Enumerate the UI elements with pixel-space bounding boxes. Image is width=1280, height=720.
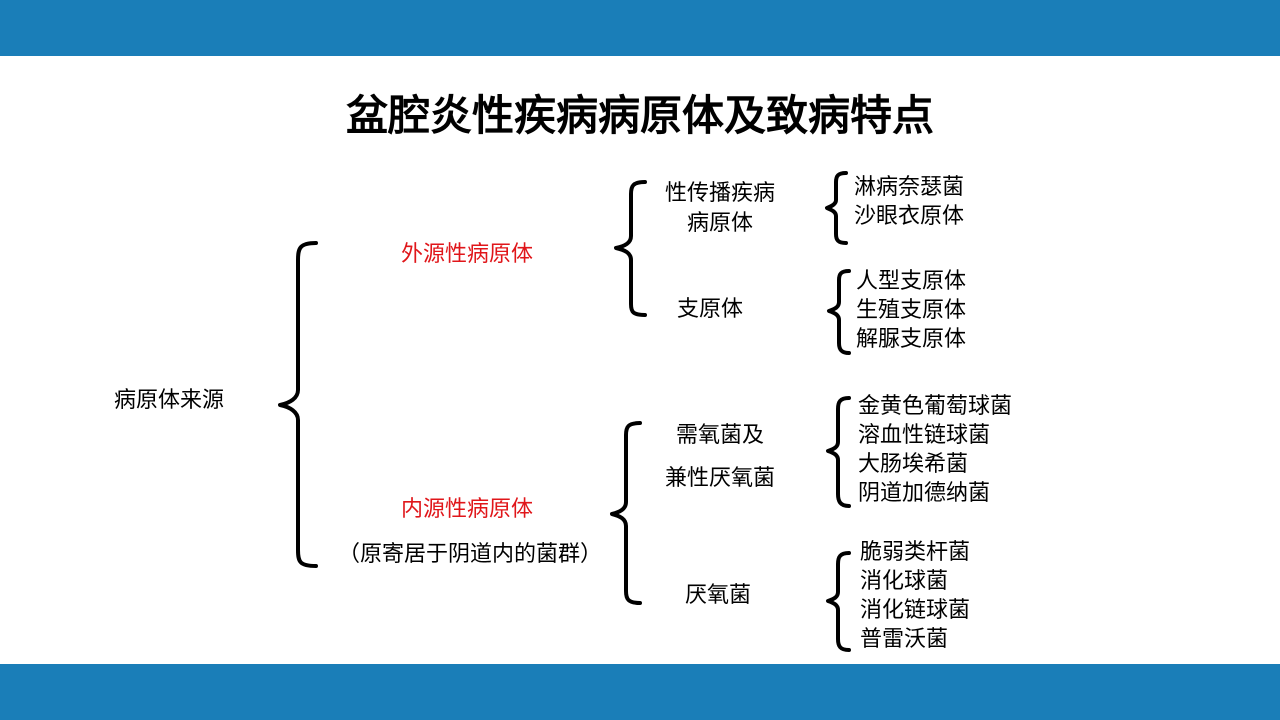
list-item: 金黄色葡萄球菌	[858, 394, 1013, 419]
group-std-line2: 病原体	[686, 211, 753, 236]
list-item: 沙眼衣原体	[854, 204, 965, 229]
leaf-list-std: 淋病奈瑟菌 沙眼衣原体	[854, 173, 964, 231]
group-std-line1: 性传播疾病	[664, 181, 775, 206]
list-item: 解脲支原体	[856, 327, 967, 352]
brace-std	[825, 171, 848, 245]
leaf-list-mycoplasma: 人型支原体 生殖支原体 解脲支原体	[856, 267, 966, 354]
list-item: 人型支原体	[856, 269, 967, 294]
list-item: 溶血性链球菌	[858, 423, 991, 448]
brace-aerobic	[826, 396, 851, 508]
brace-endogenous	[610, 421, 642, 605]
list-item: 生殖支原体	[856, 298, 967, 323]
group-mycoplasma: 支原体	[676, 297, 743, 322]
group-aerobic-line2: 兼性厌氧菌	[664, 466, 775, 491]
root-label: 病原体来源	[114, 388, 225, 413]
exogenous-label: 外源性病原体	[401, 242, 534, 267]
brace-anaerobic	[826, 551, 851, 652]
leaf-list-anaerobic: 脆弱类杆菌 消化球菌 消化链球菌 普雷沃菌	[860, 538, 970, 654]
group-aerobic-line1: 需氧菌及	[675, 423, 764, 448]
list-item: 淋病奈瑟菌	[854, 175, 965, 200]
list-item: 脆弱类杆菌	[860, 540, 971, 565]
list-item: 消化球菌	[860, 569, 949, 594]
list-item: 消化链球菌	[860, 598, 971, 623]
endogenous-note: （原寄居于阴道内的菌群）	[338, 542, 603, 567]
endogenous-label: 内源性病原体	[401, 497, 534, 522]
leaf-list-aerobic: 金黄色葡萄球菌 溶血性链球菌 大肠埃希菌 阴道加德纳菌	[858, 392, 1012, 508]
list-item: 大肠埃希菌	[858, 452, 969, 477]
bottom-band	[0, 664, 1280, 720]
group-anaerobic: 厌氧菌	[684, 583, 751, 608]
list-item: 普雷沃菌	[860, 627, 949, 652]
brace-mycoplasma	[827, 269, 851, 355]
brace-root	[278, 241, 318, 568]
top-band	[0, 0, 1280, 56]
list-item: 阴道加德纳菌	[858, 481, 991, 506]
page-title: 盆腔炎性疾病病原体及致病特点	[345, 91, 934, 140]
